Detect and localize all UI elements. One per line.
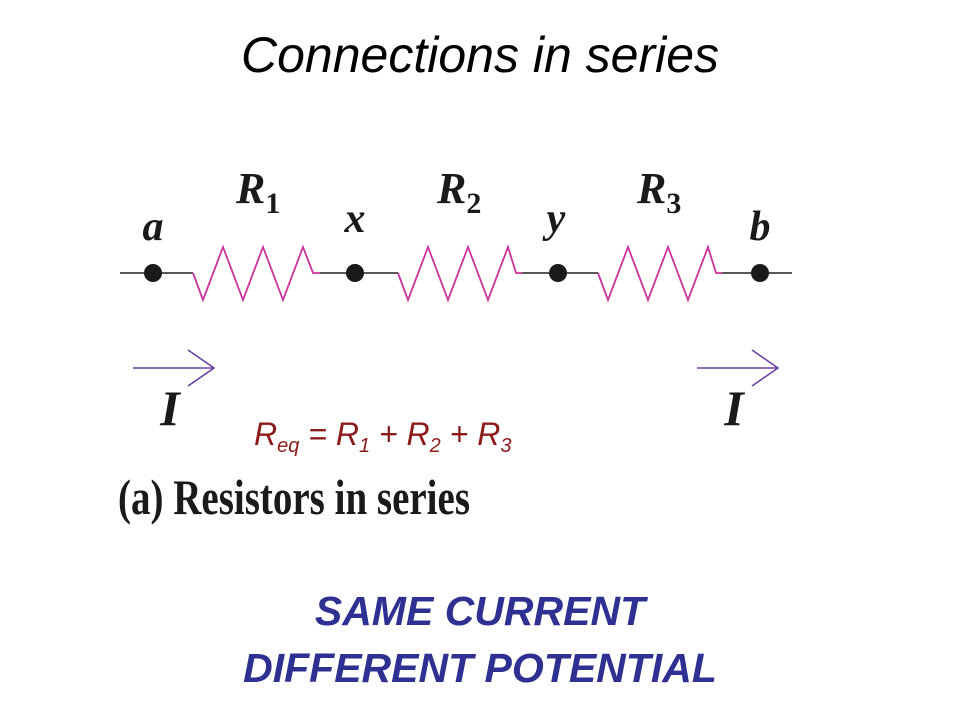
resistor-r1: [192, 244, 320, 303]
node-x-label: x: [344, 196, 366, 242]
resistor-r3-label: R3: [636, 164, 681, 220]
current-arrow-right-head: [751, 349, 780, 387]
footer-line-2: DIFFERENT POTENTIAL: [243, 645, 717, 691]
eq-term-3-sub: 3: [500, 435, 512, 457]
node-x-dot: [346, 264, 364, 282]
eq-plus-2: +: [449, 416, 469, 452]
node-y-label: y: [542, 196, 566, 242]
eq-equals: =: [308, 416, 327, 452]
resistor-r2-symbol: R: [436, 164, 466, 213]
eq-lhs-sub: eq: [277, 435, 300, 457]
resistor-r2-label: R2: [436, 164, 481, 220]
current-arrow-left-head: [187, 349, 216, 387]
eq-term-2-sub: 2: [429, 435, 441, 457]
figure-caption: (a) Resistors in series: [118, 469, 471, 525]
slide-title: Connections in series: [240, 27, 720, 83]
node-a-dot: [144, 264, 162, 282]
eq-plus-1: +: [378, 416, 398, 452]
eq-term-3-symbol: R: [477, 416, 501, 452]
resistor-r2: [397, 244, 522, 303]
eq-lhs-symbol: R: [254, 416, 278, 452]
current-arrow-left: [133, 349, 216, 387]
resistor-r2-index: 2: [466, 187, 481, 220]
current-label-left: I: [159, 380, 181, 436]
node-b-label: b: [750, 204, 771, 250]
equivalent-resistance-equation: Req = R1 + R2 + R3: [254, 418, 511, 456]
resistor-r1-label: R1: [235, 164, 280, 220]
node-y-dot: [549, 264, 567, 282]
node-b-dot: [751, 264, 769, 282]
current-arrow-right: [697, 349, 780, 387]
node-a-label: a: [143, 204, 164, 250]
resistor-r3: [597, 244, 722, 303]
current-label-right: I: [723, 380, 745, 436]
resistor-r3-index: 3: [666, 187, 681, 220]
eq-term-1-symbol: R: [335, 416, 359, 452]
resistor-r1-symbol: R: [235, 164, 265, 213]
footer-line-1: SAME CURRENT: [314, 588, 646, 634]
resistor-r1-index: 1: [265, 187, 280, 220]
eq-term-2-symbol: R: [406, 416, 430, 452]
resistor-r3-symbol: R: [636, 164, 666, 213]
eq-term-1-sub: 1: [358, 435, 371, 457]
